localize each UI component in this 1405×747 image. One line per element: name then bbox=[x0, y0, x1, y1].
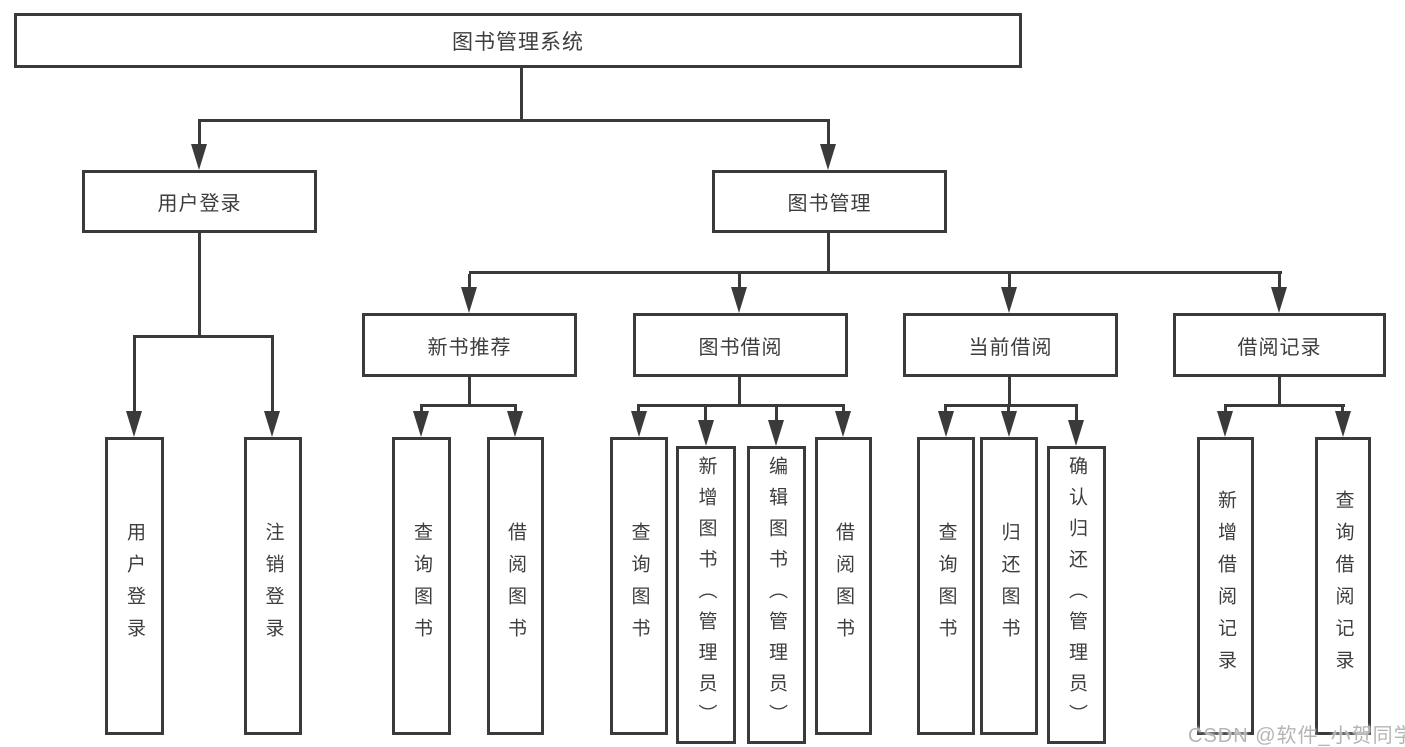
leaf-label: 确认归还（管理员） bbox=[1066, 455, 1087, 735]
leaf-label: 新增借阅记录 bbox=[1215, 490, 1236, 682]
leaf-cb-confirm-return-admin: 确认归还（管理员） bbox=[1047, 446, 1106, 744]
arrowhead-down-icon bbox=[938, 411, 954, 437]
leaf-bb-borrow-books: 借阅图书 bbox=[815, 437, 872, 735]
leaf-label: 归还图书 bbox=[998, 522, 1020, 650]
node-label: 图书借阅 bbox=[698, 336, 783, 359]
arrowhead-down-icon bbox=[1217, 411, 1233, 437]
edge-drop bbox=[1007, 407, 1010, 413]
arrowhead-down-icon bbox=[413, 411, 429, 437]
node-book-borrow: 图书借阅 bbox=[633, 313, 848, 377]
edge-drop bbox=[842, 407, 845, 413]
leaf-logout: 注销登录 bbox=[244, 437, 302, 735]
edge-drop-leaf-logout bbox=[271, 338, 274, 412]
node-label: 图书管理系统 bbox=[452, 30, 584, 54]
arrowhead-down-icon bbox=[191, 144, 207, 170]
leaf-bb-edit-books-admin: 编辑图书（管理员） bbox=[747, 446, 806, 744]
leaf-label: 查询图书 bbox=[628, 522, 650, 650]
node-user-login: 用户登录 bbox=[82, 170, 317, 233]
leaf-label: 查询图书 bbox=[411, 522, 432, 650]
edge-drop bbox=[775, 407, 778, 422]
node-label: 用户登录 bbox=[157, 193, 242, 215]
edge-user-login-split bbox=[133, 335, 274, 338]
leaf-cb-return-books: 归还图书 bbox=[980, 437, 1038, 735]
edge-drop bbox=[1224, 407, 1227, 413]
leaf-label: 新增图书（管理员） bbox=[695, 455, 717, 735]
node-label: 借阅记录 bbox=[1237, 336, 1322, 359]
node-new-book-rec: 新书推荐 bbox=[362, 313, 577, 377]
node-borrow-records: 借阅记录 bbox=[1173, 313, 1386, 377]
edge-drop-new-book bbox=[468, 274, 471, 288]
arrowhead-down-icon bbox=[461, 287, 477, 313]
leaf-user-login: 用户登录 bbox=[105, 437, 164, 735]
edge-drop bbox=[637, 407, 640, 413]
edge-drop bbox=[704, 407, 707, 422]
node-current-borrow: 当前借阅 bbox=[903, 313, 1118, 377]
leaf-cb-query-books: 查询图书 bbox=[917, 437, 975, 735]
edge-drop-book-mgmt bbox=[827, 122, 830, 147]
edge-root-stem bbox=[520, 68, 523, 122]
edge-drop bbox=[944, 407, 947, 413]
edge-drop-book-borrow bbox=[738, 274, 741, 288]
edge-drop-borrow-records bbox=[1278, 274, 1281, 288]
arrowhead-down-icon bbox=[731, 287, 747, 313]
leaf-nb-query-books: 查询图书 bbox=[392, 437, 451, 735]
leaf-label: 编辑图书（管理员） bbox=[766, 455, 787, 735]
leaf-label: 查询图书 bbox=[935, 522, 957, 650]
arrowhead-down-icon bbox=[264, 411, 280, 437]
arrowhead-down-icon bbox=[507, 411, 523, 437]
edge-drop-user-login bbox=[198, 122, 201, 147]
edge-borrow-records-split bbox=[1224, 404, 1345, 407]
leaf-label: 用户登录 bbox=[124, 522, 145, 650]
node-label: 当前借阅 bbox=[968, 336, 1053, 359]
edge-user-login-stem bbox=[198, 233, 201, 335]
leaf-label: 注销登录 bbox=[262, 522, 284, 650]
edge-borrow-records-stem bbox=[1278, 377, 1281, 406]
edge-new-book-split bbox=[420, 404, 517, 407]
arrowhead-down-icon bbox=[1001, 411, 1017, 437]
leaf-bb-query-books: 查询图书 bbox=[610, 437, 668, 735]
arrowhead-down-icon bbox=[698, 420, 714, 446]
edge-book-borrow-split bbox=[637, 404, 845, 407]
edge-current-borrow-stem bbox=[1008, 377, 1011, 406]
leaf-label: 借阅图书 bbox=[833, 522, 854, 650]
leaf-label: 借阅图书 bbox=[505, 522, 526, 650]
node-label: 新书推荐 bbox=[427, 336, 512, 359]
edge-root-split bbox=[198, 119, 830, 122]
arrowhead-down-icon bbox=[1335, 411, 1351, 437]
leaf-nb-borrow-books: 借阅图书 bbox=[487, 437, 544, 735]
arrowhead-down-icon bbox=[631, 411, 647, 437]
node-label: 图书管理 bbox=[787, 193, 872, 215]
arrowhead-down-icon bbox=[1271, 287, 1287, 313]
edge-drop-leaf-user-login bbox=[133, 338, 136, 412]
leaf-br-add-record: 新增借阅记录 bbox=[1197, 437, 1254, 735]
arrowhead-down-icon bbox=[768, 420, 784, 446]
edge-drop bbox=[514, 407, 517, 413]
node-library-system: 图书管理系统 bbox=[14, 13, 1022, 68]
edge-book-borrow-stem bbox=[738, 377, 741, 406]
leaf-label: 查询借阅记录 bbox=[1332, 490, 1354, 682]
arrowhead-down-icon bbox=[835, 411, 851, 437]
edge-drop-current-borrow bbox=[1008, 274, 1011, 288]
arrowhead-down-icon bbox=[1068, 420, 1084, 446]
edge-new-book-stem bbox=[468, 377, 471, 406]
edge-drop bbox=[420, 407, 423, 413]
edge-book-mgmt-stem bbox=[827, 233, 830, 273]
node-book-mgmt: 图书管理 bbox=[712, 170, 947, 233]
arrowhead-down-icon bbox=[820, 144, 836, 170]
csdn-watermark: CSDN @软件_小贺同学 bbox=[1188, 725, 1405, 747]
edge-drop bbox=[1075, 407, 1078, 422]
edge-drop bbox=[1341, 407, 1344, 413]
arrowhead-down-icon bbox=[1001, 287, 1017, 313]
arrowhead-down-icon bbox=[126, 411, 142, 437]
leaf-bb-add-books-admin: 新增图书（管理员） bbox=[676, 446, 736, 744]
edge-current-borrow-split bbox=[944, 404, 1078, 407]
leaf-br-query-record: 查询借阅记录 bbox=[1315, 437, 1371, 735]
edge-book-mgmt-split bbox=[469, 271, 1282, 274]
